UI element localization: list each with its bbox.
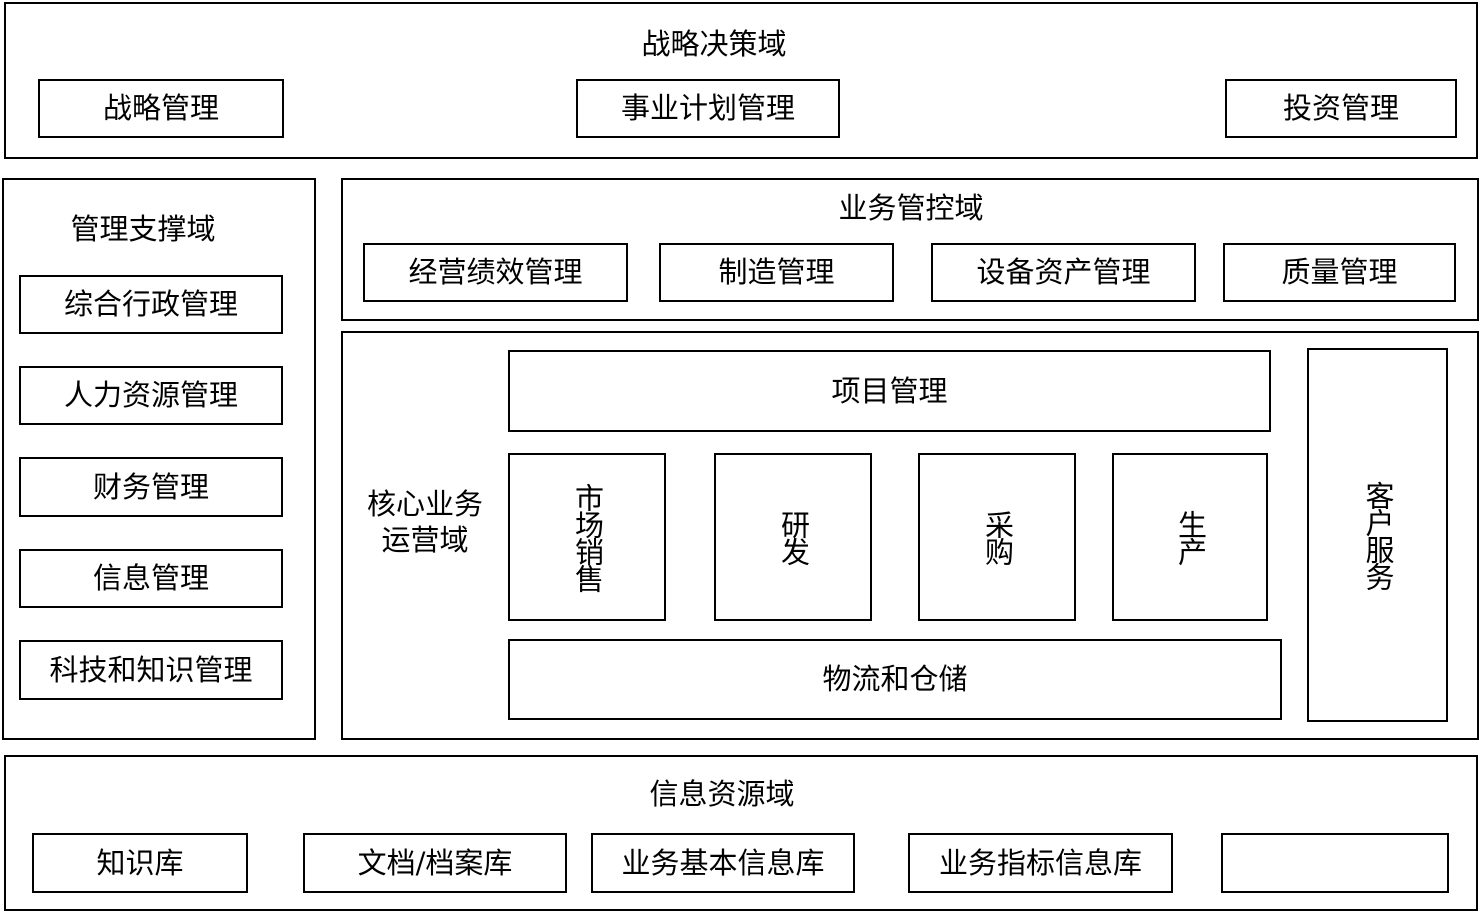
marketing-sales-label: 市场销售 (570, 483, 605, 591)
customer-service-box: 客户服务 (1307, 348, 1448, 722)
hr-management-box: 人力资源管理 (19, 366, 283, 425)
procurement-label: 采购 (980, 510, 1015, 564)
quality-management-box: 质量管理 (1223, 243, 1456, 302)
rnd-label: 研发 (776, 510, 811, 564)
business-basic-info-box: 业务基本信息库 (591, 833, 855, 893)
admin-management-box: 综合行政管理 (19, 275, 283, 334)
core-domain-title: 核心业务 运营域 (352, 486, 498, 559)
marketing-sales-box: 市场销售 (508, 453, 666, 621)
business-indicator-info-box: 业务指标信息库 (908, 833, 1173, 893)
customer-service-label: 客户服务 (1361, 481, 1395, 589)
project-management-box: 项目管理 (508, 350, 1271, 432)
production-box: 生产 (1112, 453, 1268, 621)
procurement-box: 采购 (918, 453, 1076, 621)
asset-management-box: 设备资产管理 (931, 243, 1196, 302)
document-archive-box: 文档/档案库 (303, 833, 567, 893)
strategy-management-box: 战略管理 (38, 79, 284, 138)
support-domain-title: 管理支撑域 (70, 212, 216, 246)
strategy-domain-title: 战略决策域 (641, 27, 787, 61)
production-label: 生产 (1173, 510, 1208, 564)
empty-info-box (1221, 833, 1449, 893)
core-domain-title-line1: 核心业务 (366, 487, 483, 521)
core-domain-title-line2: 运营域 (381, 523, 469, 558)
control-domain-title: 业务管控域 (838, 191, 984, 225)
investment-management-box: 投资管理 (1225, 79, 1457, 138)
business-plan-management-box: 事业计划管理 (576, 79, 840, 138)
knowledge-base-box: 知识库 (32, 833, 248, 893)
information-management-box: 信息管理 (19, 549, 283, 608)
rnd-box: 研发 (714, 453, 872, 621)
finance-management-box: 财务管理 (19, 457, 283, 517)
tech-knowledge-management-box: 科技和知识管理 (19, 640, 283, 700)
info-domain-title: 信息资源域 (649, 777, 795, 811)
performance-management-box: 经营绩效管理 (363, 243, 628, 302)
logistics-warehousing-box: 物流和仓储 (508, 639, 1282, 720)
manufacturing-management-box: 制造管理 (659, 243, 894, 302)
